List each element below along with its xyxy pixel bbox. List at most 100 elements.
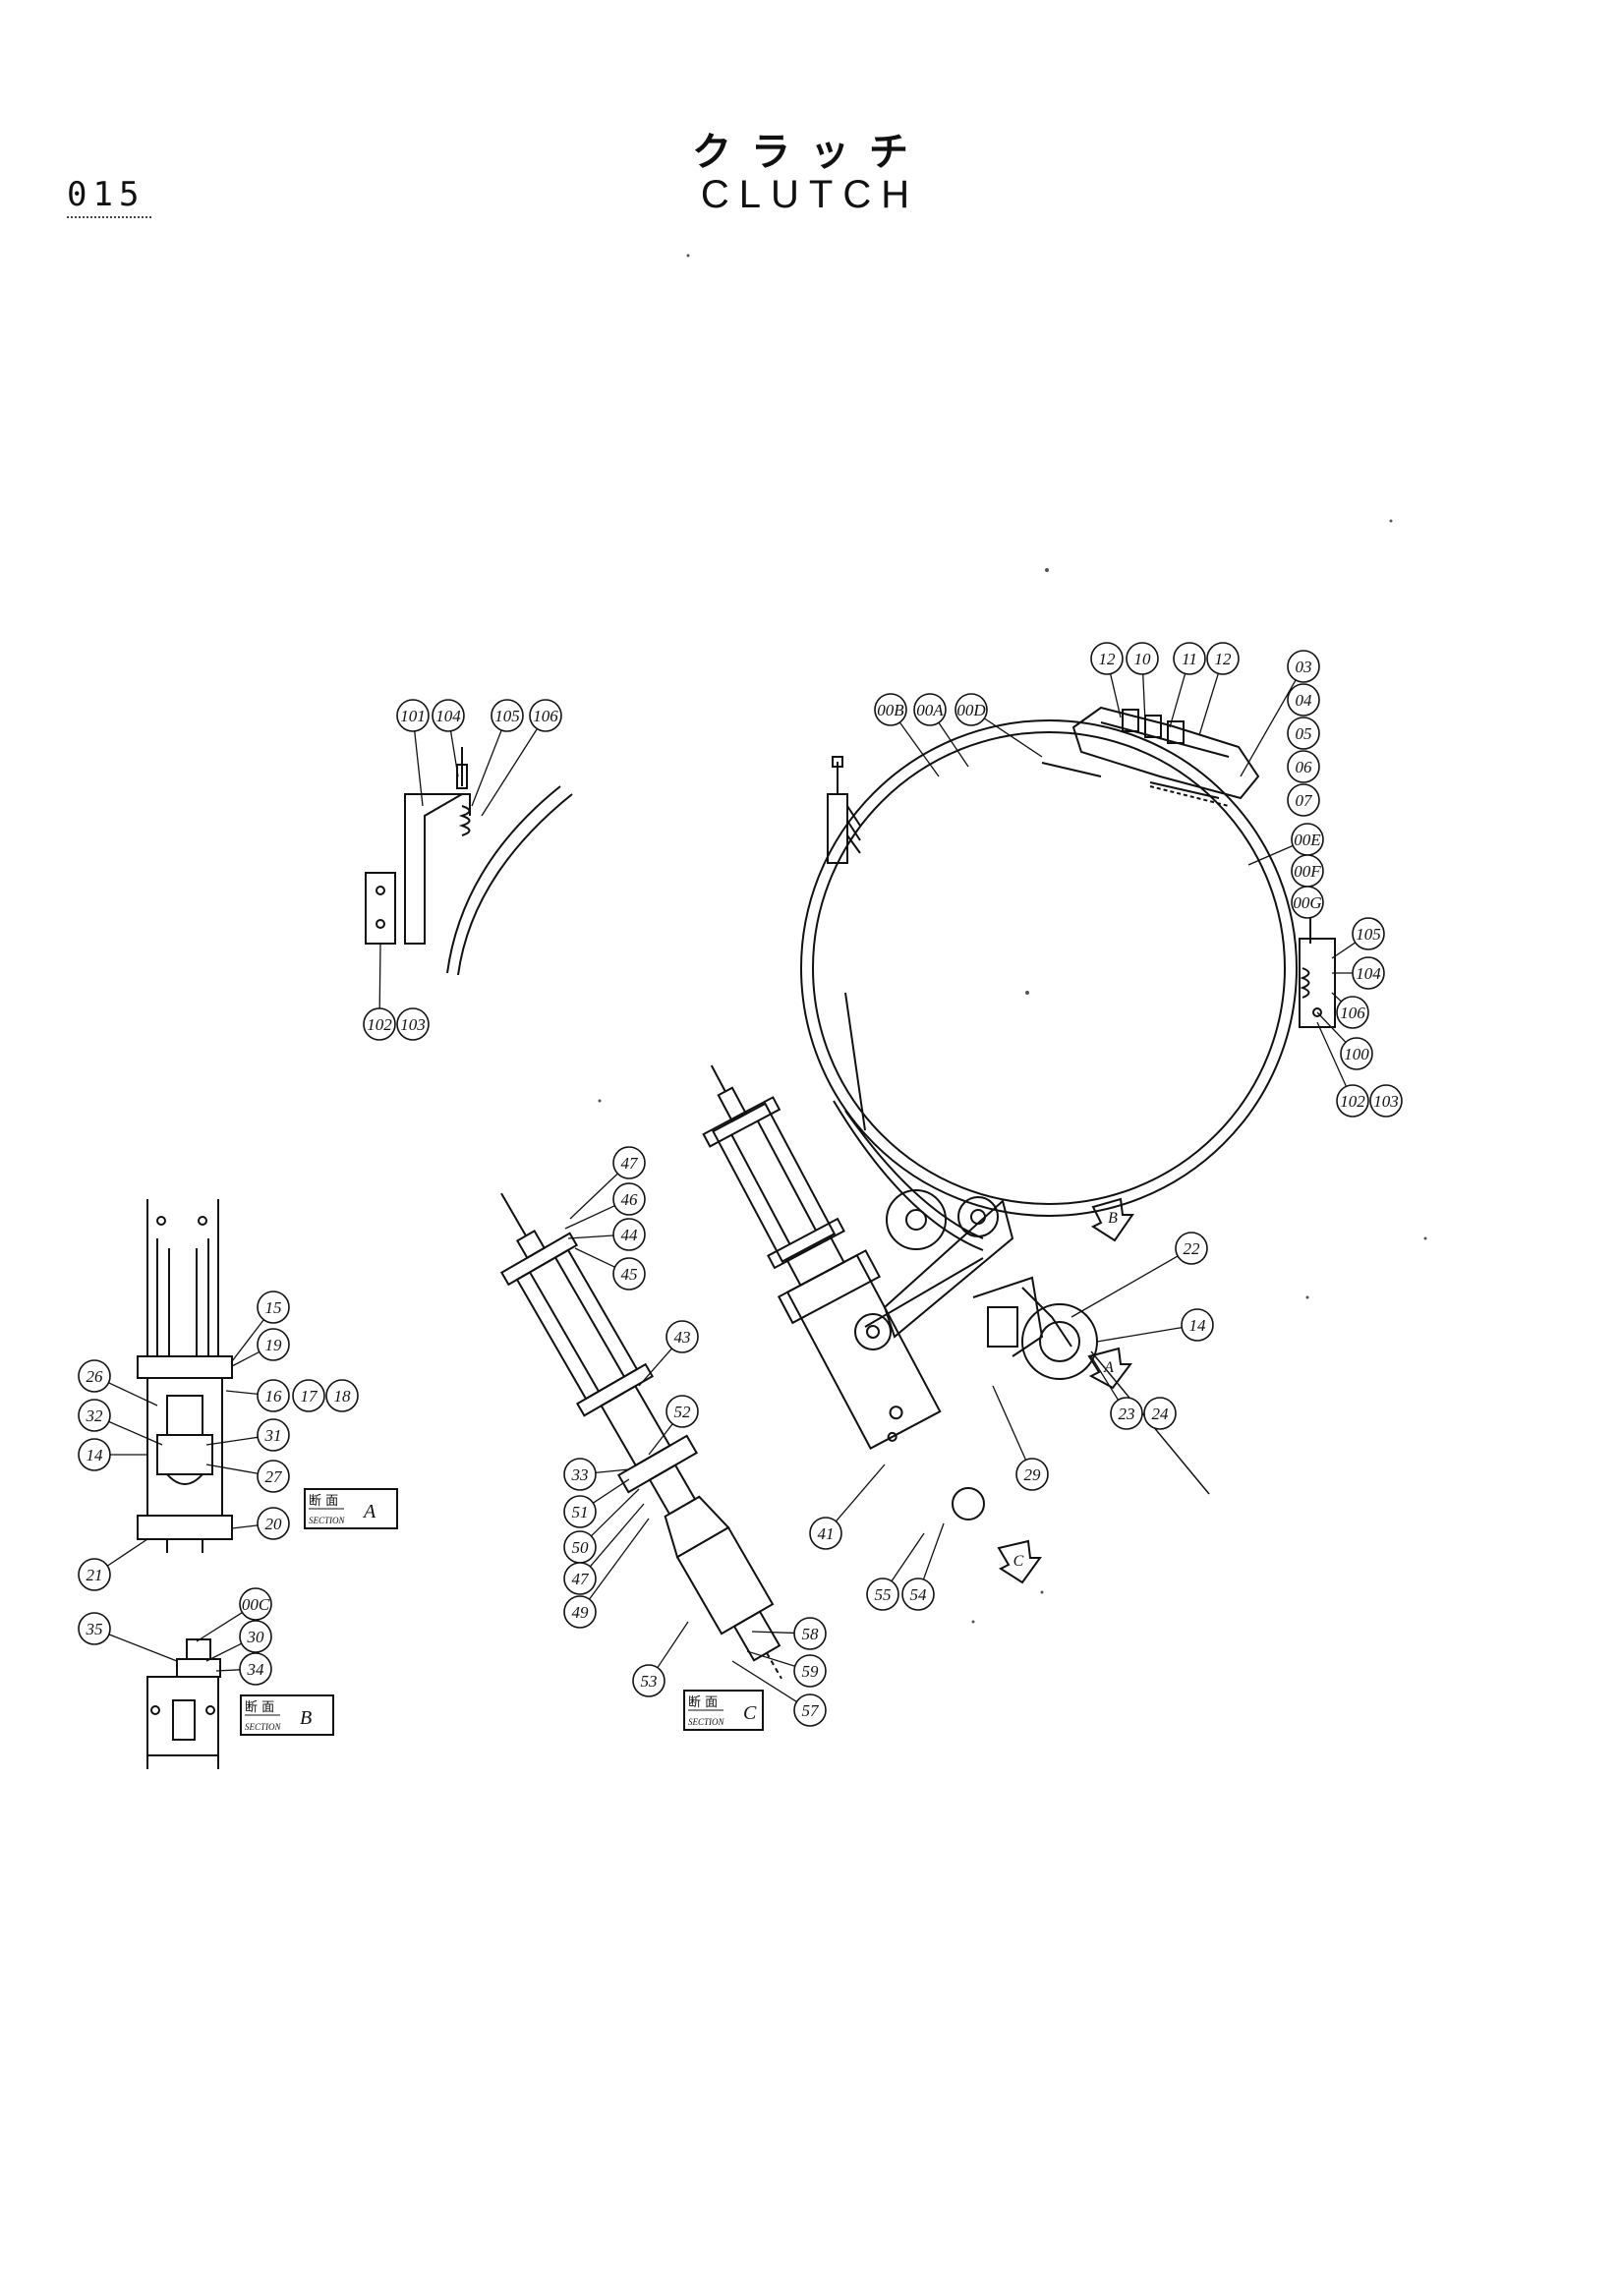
callout-bubble xyxy=(612,1182,646,1216)
section-label-b-jp: 断 面 xyxy=(245,1700,274,1715)
section-a-b-assembly xyxy=(137,1199,233,1769)
view-arrow-c-label: C xyxy=(1013,1553,1024,1570)
callout-leader-line xyxy=(108,1382,158,1406)
callout-leader-line xyxy=(922,1522,945,1580)
callout-leader-line xyxy=(1090,1355,1120,1401)
callout-18: 18 xyxy=(325,1379,359,1412)
view-arrow-b-label: B xyxy=(1108,1210,1118,1227)
callout-number: 49 xyxy=(572,1603,590,1622)
callout-number: 12 xyxy=(1099,650,1117,668)
callout-leader-line xyxy=(588,1518,650,1600)
callout-106: 106 xyxy=(481,699,562,817)
callout-bubble xyxy=(1181,1308,1214,1342)
callout-number: 15 xyxy=(265,1298,282,1317)
callout-bubble xyxy=(1287,717,1320,750)
callout-number: 53 xyxy=(641,1672,658,1691)
callout-46: 46 xyxy=(564,1182,646,1230)
actuator-cylinder-right xyxy=(702,1064,942,1450)
callout-00G: 00G xyxy=(1291,886,1324,919)
callout-leader-line xyxy=(205,1436,259,1446)
callout-number: 29 xyxy=(1024,1465,1042,1484)
actuator-pin xyxy=(952,1487,985,1521)
callout-bubble xyxy=(901,1578,935,1611)
left-ring-bolt-bracket xyxy=(827,756,861,864)
callout-bubble xyxy=(632,1664,665,1697)
callout-bubble xyxy=(665,1395,699,1428)
section-label-b-en: SECTION xyxy=(245,1722,282,1732)
callout-bubble xyxy=(78,1399,111,1432)
callout-bubble xyxy=(257,1460,290,1493)
callout-number: 105 xyxy=(494,707,520,725)
callout-bubble xyxy=(396,1007,430,1041)
callout-number: 104 xyxy=(1356,964,1381,983)
callout-leader-line xyxy=(898,721,940,777)
callout-57: 57 xyxy=(731,1660,827,1727)
callout-24: 24 xyxy=(1143,1397,1177,1430)
right-ring-bolt-bracket xyxy=(1299,914,1336,1028)
callout-bubble xyxy=(1015,1458,1049,1491)
callout-20: 20 xyxy=(231,1507,290,1540)
callout-bubble xyxy=(866,1578,899,1611)
callout-bubble xyxy=(78,1558,111,1591)
callout-55: 55 xyxy=(866,1532,925,1611)
callout-number: 106 xyxy=(533,707,558,725)
detail-bracket-upper-left xyxy=(365,747,573,976)
callout-52: 52 xyxy=(648,1395,699,1456)
section-label-c: 断 面 SECTION C xyxy=(683,1690,764,1731)
callout-bubble xyxy=(257,1418,290,1452)
callout-leader-line xyxy=(231,1524,259,1529)
title-english: CLUTCH xyxy=(700,173,920,216)
page-number: 015 xyxy=(67,175,145,214)
callout-number: 46 xyxy=(621,1190,639,1209)
callout-05: 05 xyxy=(1287,717,1320,750)
callout-bubble xyxy=(563,1495,597,1528)
callout-49: 49 xyxy=(563,1518,650,1629)
callout-bubble xyxy=(396,699,430,732)
section-c-assembly xyxy=(499,1192,782,1680)
callout-bubble xyxy=(78,1438,111,1471)
callout-06: 06 xyxy=(1287,750,1320,783)
callout-number: 00E xyxy=(1294,831,1321,849)
callout-number: 11 xyxy=(1182,650,1197,668)
callout-59: 59 xyxy=(746,1650,827,1688)
callout-00B: 00B xyxy=(874,693,940,777)
callout-bubble xyxy=(874,693,907,726)
callout-bubble xyxy=(529,699,562,732)
callout-leader-line xyxy=(567,1234,614,1239)
callout-number: 24 xyxy=(1152,1405,1170,1423)
callout-number: 33 xyxy=(571,1465,589,1484)
callout-14: 14 xyxy=(78,1438,147,1471)
callout-number: 00C xyxy=(242,1595,270,1614)
callout-45: 45 xyxy=(574,1247,646,1291)
callout-bubble xyxy=(1352,956,1385,990)
callout-number: 10 xyxy=(1134,650,1152,668)
callout-bubble xyxy=(1352,917,1385,950)
callout-number: 16 xyxy=(265,1387,283,1406)
callout-leader-line xyxy=(471,729,502,807)
callout-54: 54 xyxy=(901,1522,945,1611)
callout-bubble xyxy=(1126,642,1159,675)
section-label-c-en: SECTION xyxy=(688,1717,725,1727)
callout-number: 14 xyxy=(87,1446,104,1464)
callout-number: 30 xyxy=(247,1628,265,1646)
callout-leader-line xyxy=(1331,942,1357,959)
callout-number: 52 xyxy=(674,1403,692,1421)
callout-leader-line xyxy=(378,943,381,1009)
callout-leader-line xyxy=(595,1468,630,1474)
callout-bubble xyxy=(1336,1084,1369,1118)
callout-leader-line xyxy=(215,1669,241,1672)
callout-number: 102 xyxy=(367,1015,392,1034)
callout-bubble xyxy=(1291,886,1324,919)
callout-leader-line xyxy=(564,1205,615,1230)
callout-number: 101 xyxy=(400,707,426,725)
section-label-a-letter: A xyxy=(362,1501,376,1522)
callout-10: 10 xyxy=(1126,642,1159,723)
callout-bubble xyxy=(1287,683,1320,717)
callout-bubble xyxy=(78,1612,111,1645)
callout-leader-line xyxy=(225,1390,259,1395)
callout-bubble xyxy=(1110,1397,1143,1430)
callout-bubble xyxy=(793,1617,827,1650)
callout-51: 51 xyxy=(563,1478,630,1528)
callout-33: 33 xyxy=(563,1458,630,1491)
